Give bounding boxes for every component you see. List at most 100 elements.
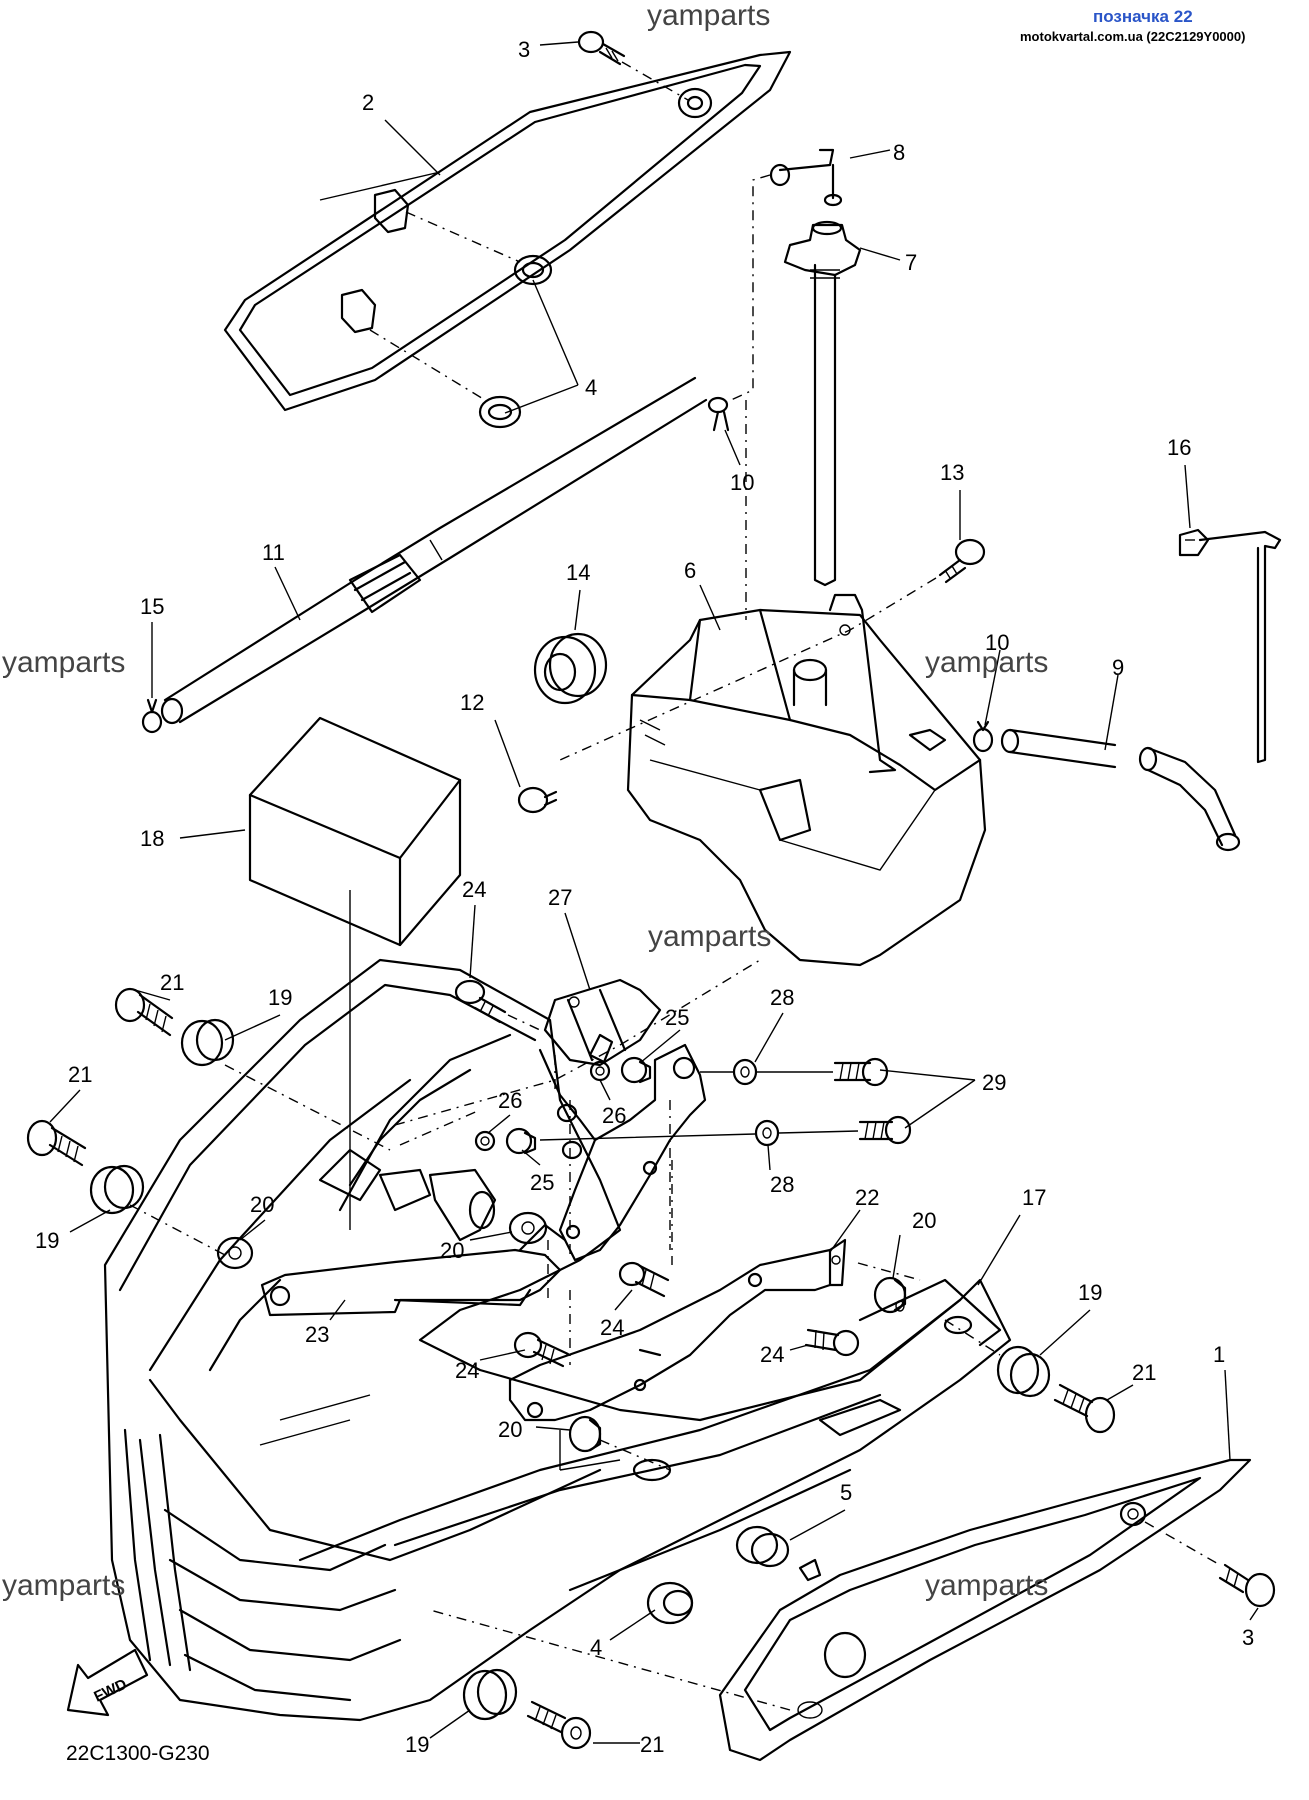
bolt-21-lower: [526, 1700, 592, 1750]
hose-9: [1000, 728, 1241, 852]
callout-15: 15: [140, 594, 164, 619]
callout-1: 1: [1213, 1342, 1225, 1367]
fwd-label: FWD: [91, 1676, 129, 1706]
callout-21-mid: 21: [68, 1062, 92, 1087]
watermarks: yamparts yamparts yamparts yamparts yamp…: [2, 0, 1048, 1602]
callout-19-lower: 19: [405, 1732, 429, 1757]
callout-26-upper: 26: [602, 1103, 626, 1128]
callout-21-right: 21: [1132, 1360, 1156, 1385]
watermark: yamparts: [925, 1569, 1048, 1602]
callout-25-lower: 25: [530, 1170, 554, 1195]
callout-19-upper: 19: [268, 985, 292, 1010]
grommet-5: [735, 1525, 822, 1582]
bolt-21-right: [1053, 1383, 1116, 1434]
callout-2: 2: [362, 90, 374, 115]
callout-20-c: 20: [912, 1208, 936, 1233]
collar-20-c: [873, 1276, 907, 1314]
callout-10-top: 10: [730, 470, 754, 495]
bolt-24-middle: [618, 1160, 673, 1298]
callout-4-top: 4: [585, 375, 597, 400]
watermark: yamparts: [925, 646, 1048, 679]
bolt-24-lower-right: [804, 1328, 860, 1357]
bolt-24-upper: [454, 979, 541, 1031]
callout-3-lower: 3: [1242, 1625, 1254, 1650]
clip-10-top: [707, 396, 730, 432]
clip-10-right: [972, 720, 994, 753]
watermark: yamparts: [2, 1569, 125, 1602]
callout-7: 7: [905, 250, 917, 275]
callout-23: 23: [305, 1322, 329, 1347]
callout-27: 27: [548, 885, 572, 910]
callout-26-lower: 26: [498, 1088, 522, 1113]
callout-13: 13: [940, 460, 964, 485]
bolt-21-upper: [114, 987, 174, 1037]
callout-20-b: 20: [440, 1238, 464, 1263]
grommet-19-lower: [462, 1668, 518, 1721]
side-cover-lower: [429, 1458, 1252, 1762]
callout-24-upper: 24: [462, 877, 486, 902]
grommet-4-top: [369, 211, 553, 429]
reservoir-tank-6: [626, 593, 987, 967]
callout-20-d: 20: [498, 1417, 522, 1442]
bolt-3-lower: [1218, 1563, 1276, 1608]
grommet-4-lower: [646, 1581, 694, 1625]
hose-11: [160, 376, 708, 725]
callout-19-right: 19: [1078, 1280, 1102, 1305]
collar-20-d: [568, 1415, 602, 1453]
badge-subtitle: motokvartal.com.ua (22C2129Y0000): [1020, 29, 1245, 44]
bolt-3-top: [577, 30, 689, 101]
bracket-27: [543, 978, 662, 1067]
watermark: yamparts: [647, 0, 770, 32]
callout-25-upper: 25: [665, 1005, 689, 1030]
callout-12: 12: [460, 690, 484, 715]
collar-25-upper: [620, 1056, 652, 1084]
callout-18: 18: [140, 826, 164, 851]
callout-20-a: 20: [250, 1192, 274, 1217]
callout-24-lower-right: 24: [760, 1342, 784, 1367]
callout-22: 22: [855, 1185, 879, 1210]
callout-19-mid: 19: [35, 1228, 59, 1253]
washer-28-lower: [754, 1119, 780, 1147]
callout-29: 29: [982, 1070, 1006, 1095]
callout-11: 11: [262, 540, 285, 565]
grommet-12: [517, 786, 558, 814]
grommet-19-upper: [180, 1018, 391, 1151]
collar-20-a: [216, 1236, 254, 1270]
assembly-lines: [394, 959, 1001, 1471]
washer-28-upper: [732, 1058, 758, 1086]
callout-6: 6: [684, 558, 696, 583]
badge-title: позначка 22: [1093, 7, 1193, 26]
fwd-arrow-icon: FWD: [66, 1648, 149, 1717]
callout-4-lower: 4: [590, 1635, 602, 1660]
side-cover-upper: [223, 50, 792, 412]
leader-lines: [49, 41, 1259, 1744]
breather-assembly: [719, 148, 862, 620]
grommet-14: [533, 632, 608, 705]
bracket-22: [508, 1238, 847, 1471]
callout-28-lower: 28: [770, 1172, 794, 1197]
diagram-code: 22C1300-G230: [66, 1742, 210, 1765]
callout-8: 8: [893, 140, 905, 165]
callout-3-top: 3: [518, 37, 530, 62]
bracket-plate: [538, 1043, 707, 1262]
nut-26-lower: [474, 1130, 496, 1152]
callout-14: 14: [566, 560, 590, 585]
bolt-24-lower-left: [513, 1290, 571, 1368]
callout-21-upper: 21: [160, 970, 184, 995]
callout-21-lower: 21: [640, 1732, 664, 1757]
stay-23: [260, 1223, 567, 1317]
collar-25-lower: [505, 1127, 537, 1155]
callout-28-upper: 28: [770, 985, 794, 1010]
callout-16: 16: [1167, 435, 1191, 460]
watermark: yamparts: [648, 920, 771, 953]
box-18: [248, 716, 462, 1230]
grommet-19-mid: [89, 1164, 226, 1256]
bolt-29-upper: [700, 1057, 889, 1087]
cable-tie-16: [1178, 528, 1282, 764]
source-badge: позначка 22 motokvartal.com.ua (22C2129Y…: [1020, 7, 1245, 44]
callout-24-middle: 24: [600, 1315, 624, 1340]
callout-10-right: 10: [985, 630, 1009, 655]
bolt-29-lower: [539, 1115, 912, 1145]
callout-5: 5: [840, 1480, 852, 1505]
